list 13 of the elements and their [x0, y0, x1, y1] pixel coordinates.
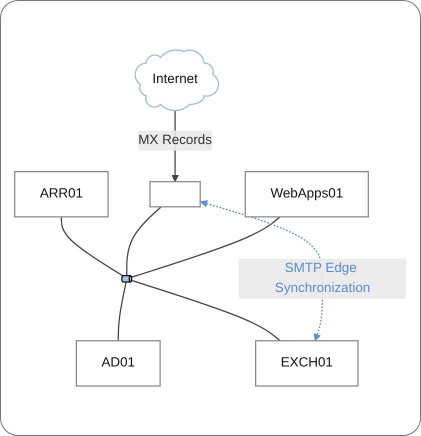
node-box: ARR01 [14, 171, 109, 218]
connector [60, 216, 124, 276]
connector [118, 282, 127, 341]
node-box: AD01 [76, 340, 161, 387]
connector [131, 280, 280, 342]
edge-label: MX Records [138, 133, 212, 148]
connector [126, 206, 162, 276]
node-box: WebApps01 [244, 171, 369, 218]
connector [131, 216, 280, 278]
edge-label: SMTP Edge Synchronization [274, 261, 370, 296]
node-box: EXCH01 [255, 340, 359, 387]
node-box [149, 181, 201, 208]
node-bar [121, 275, 132, 283]
